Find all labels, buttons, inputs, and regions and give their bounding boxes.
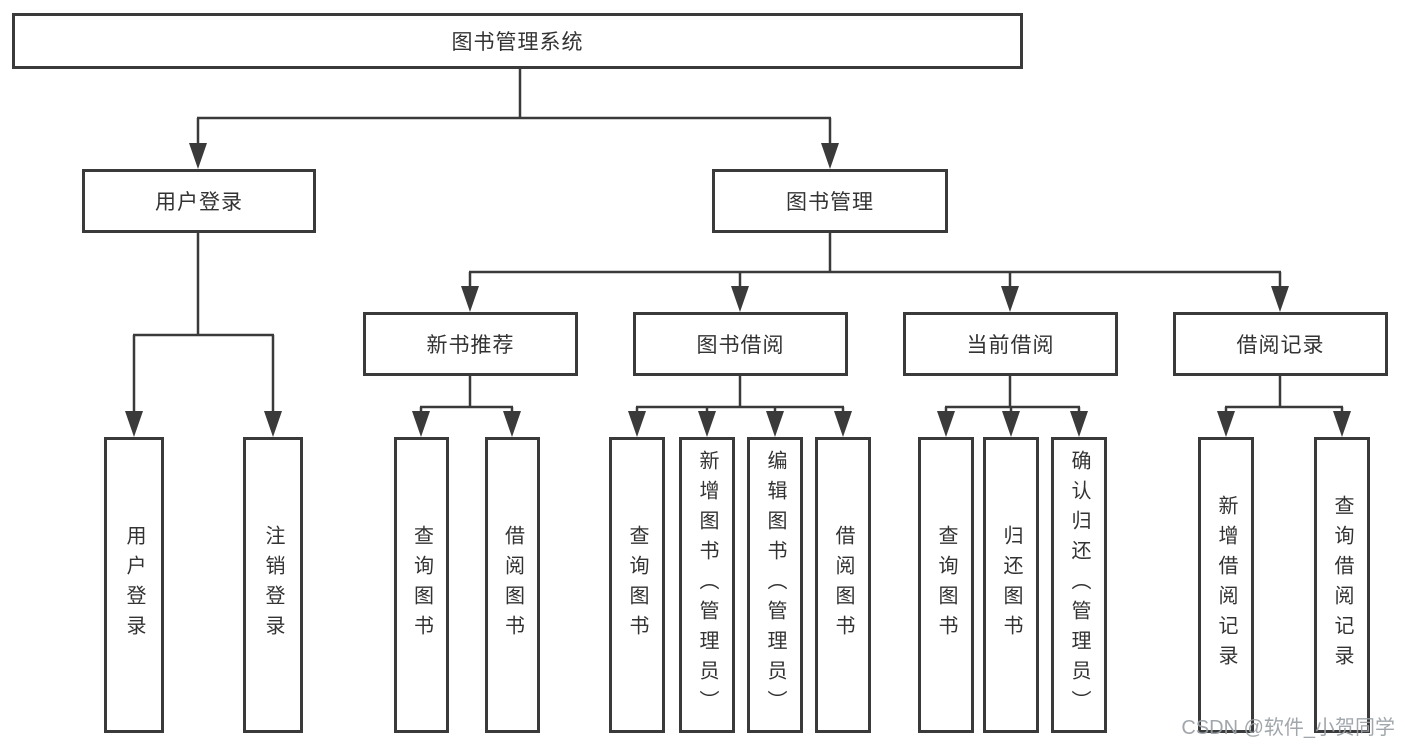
node-label: 查询图书 <box>626 525 648 645</box>
node-label: 注销登录 <box>262 525 284 645</box>
leaf-add-borrow-record: 新增借阅记录 <box>1198 437 1254 733</box>
leaf-confirm-return-admin: 确认归还（管理员） <box>1051 437 1107 733</box>
node-label: 图书管理 <box>786 191 874 214</box>
leaf-borrow-books: 借阅图书 <box>815 437 871 733</box>
leaf-edit-book-admin: 编辑图书（管理员） <box>747 437 803 733</box>
node-label: 用户登录 <box>123 525 145 645</box>
node-label: 确认归还（管理员） <box>1068 450 1090 720</box>
leaf-query-books-borrowing: 查询图书 <box>609 437 665 733</box>
node-borrowing-records: 借阅记录 <box>1173 312 1388 376</box>
node-label: 编辑图书（管理员） <box>764 450 786 720</box>
node-label: 归还图书 <box>1000 525 1022 645</box>
node-new-book-recommend: 新书推荐 <box>363 312 578 376</box>
leaf-user-login: 用户登录 <box>104 437 164 733</box>
node-label: 借阅记录 <box>1236 334 1325 357</box>
node-label: 借阅图书 <box>501 525 524 645</box>
node-label: 新增借阅记录 <box>1215 495 1237 675</box>
node-current-borrowing: 当前借阅 <box>903 312 1118 376</box>
node-label: 当前借阅 <box>966 334 1055 357</box>
node-label: 新书推荐 <box>426 334 515 357</box>
node-label: 查询图书 <box>410 525 433 645</box>
leaf-borrow-books-recommend: 借阅图书 <box>485 437 540 733</box>
node-user-login: 用户登录 <box>82 169 316 233</box>
node-label: 用户登录 <box>155 191 243 214</box>
leaf-logout: 注销登录 <box>243 437 303 733</box>
node-label: 图书管理系统 <box>451 31 584 54</box>
node-label: 查询借阅记录 <box>1331 495 1353 675</box>
node-library-system: 图书管理系统 <box>12 13 1023 69</box>
node-label: 图书借阅 <box>696 334 785 357</box>
leaf-return-book: 归还图书 <box>983 437 1039 733</box>
node-label: 借阅图书 <box>832 525 854 645</box>
node-label: 查询图书 <box>935 525 957 645</box>
leaf-add-book-admin: 新增图书（管理员） <box>679 437 735 733</box>
leaf-query-borrow-record: 查询借阅记录 <box>1314 437 1370 733</box>
node-book-management: 图书管理 <box>712 169 948 233</box>
leaf-query-books-current: 查询图书 <box>918 437 974 733</box>
node-label: 新增图书（管理员） <box>696 450 718 720</box>
csdn-watermark: CSDN @软件_小贺同学 <box>1181 717 1395 739</box>
node-book-borrowing: 图书借阅 <box>633 312 848 376</box>
leaf-query-books-recommend: 查询图书 <box>394 437 449 733</box>
